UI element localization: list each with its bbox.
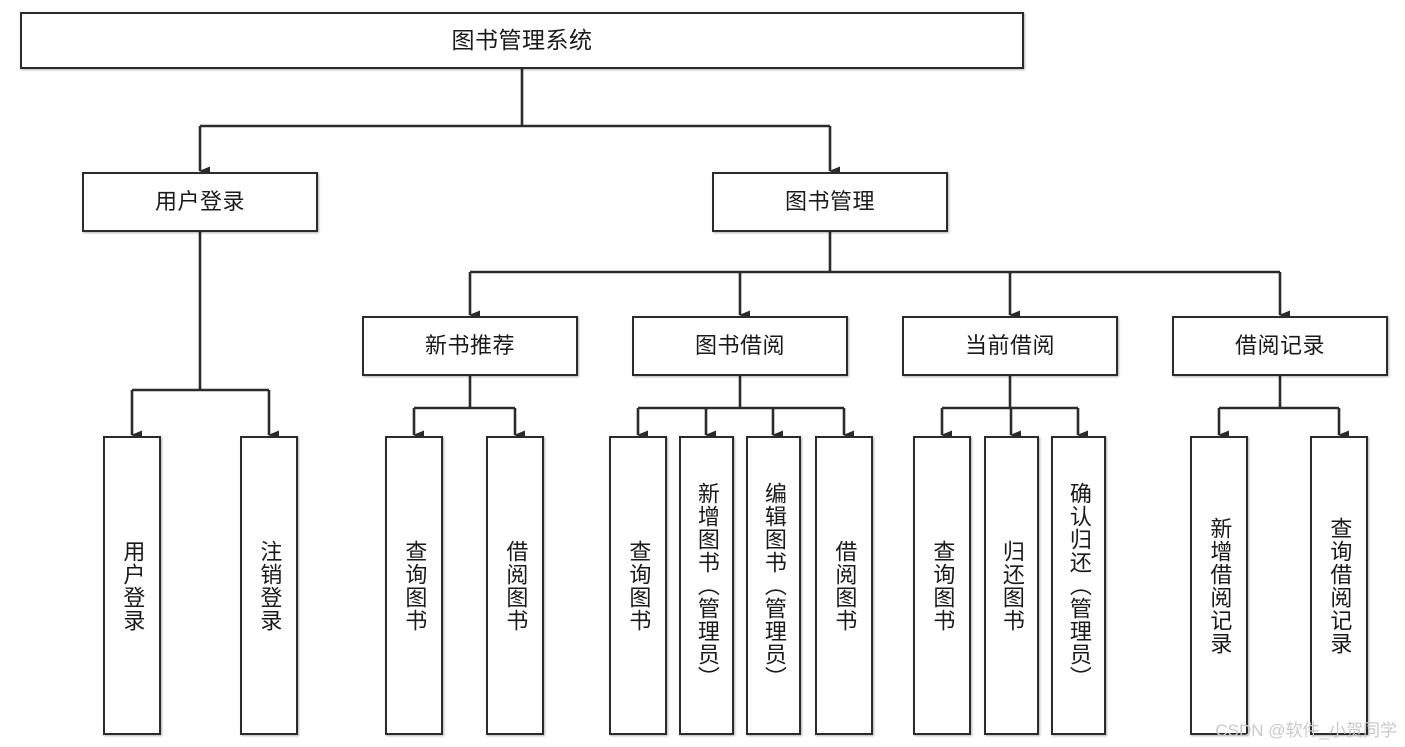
node-leaf-3[interactable]: 借阅图书 bbox=[486, 436, 544, 735]
node-leaf-12[interactable]: 查询借阅记录 bbox=[1310, 436, 1368, 735]
node-leaf-6-label: 编辑图书（管理员） bbox=[761, 482, 787, 689]
node-level2-1[interactable]: 图书借阅 bbox=[632, 316, 848, 376]
node-level1-1-label: 图书管理 bbox=[784, 188, 875, 214]
node-leaf-7-label: 借阅图书 bbox=[832, 539, 858, 632]
csdn-watermark: CSDN @软件_小贺同学 bbox=[1215, 721, 1397, 740]
node-leaf-3-label: 借阅图书 bbox=[503, 539, 529, 632]
node-level2-1-label: 图书借阅 bbox=[694, 332, 785, 358]
node-leaf-8-label: 查询图书 bbox=[930, 539, 956, 632]
node-level1-1[interactable]: 图书管理 bbox=[712, 172, 948, 232]
node-leaf-6[interactable]: 编辑图书（管理员） bbox=[746, 436, 801, 735]
node-leaf-10-label: 确认归还（管理员） bbox=[1066, 482, 1092, 689]
node-leaf-4[interactable]: 查询图书 bbox=[609, 436, 667, 735]
node-level2-2-label: 当前借阅 bbox=[964, 332, 1055, 358]
node-leaf-5-label: 新增图书（管理员） bbox=[694, 482, 720, 689]
node-level2-0-label: 新书推荐 bbox=[424, 332, 515, 358]
node-leaf-10[interactable]: 确认归还（管理员） bbox=[1051, 436, 1106, 735]
node-level1-0[interactable]: 用户登录 bbox=[82, 172, 318, 232]
node-level2-0[interactable]: 新书推荐 bbox=[362, 316, 578, 376]
node-level2-3[interactable]: 借阅记录 bbox=[1172, 316, 1388, 376]
node-leaf-9-label: 归还图书 bbox=[999, 539, 1025, 632]
node-level2-3-label: 借阅记录 bbox=[1234, 332, 1325, 358]
node-leaf-11-label: 新增借阅记录 bbox=[1207, 516, 1233, 655]
node-leaf-1-label: 注销登录 bbox=[257, 539, 283, 632]
node-leaf-8[interactable]: 查询图书 bbox=[913, 436, 971, 735]
node-leaf-9[interactable]: 归还图书 bbox=[984, 436, 1039, 735]
node-leaf-2-label: 查询图书 bbox=[402, 539, 428, 632]
node-level2-2[interactable]: 当前借阅 bbox=[902, 316, 1118, 376]
node-leaf-0[interactable]: 用户登录 bbox=[103, 436, 161, 735]
node-leaf-1[interactable]: 注销登录 bbox=[240, 436, 298, 735]
node-leaf-5[interactable]: 新增图书（管理员） bbox=[679, 436, 734, 735]
node-leaf-12-label: 查询借阅记录 bbox=[1327, 516, 1353, 655]
node-root-system[interactable]: 图书管理系统 bbox=[20, 12, 1024, 69]
node-level1-0-label: 用户登录 bbox=[154, 188, 245, 214]
node-leaf-0-label: 用户登录 bbox=[120, 539, 146, 632]
node-leaf-7[interactable]: 借阅图书 bbox=[815, 436, 873, 735]
node-leaf-11[interactable]: 新增借阅记录 bbox=[1190, 436, 1248, 735]
node-leaf-4-label: 查询图书 bbox=[626, 539, 652, 632]
node-root-system-label: 图书管理系统 bbox=[451, 26, 593, 53]
node-leaf-2[interactable]: 查询图书 bbox=[385, 436, 443, 735]
